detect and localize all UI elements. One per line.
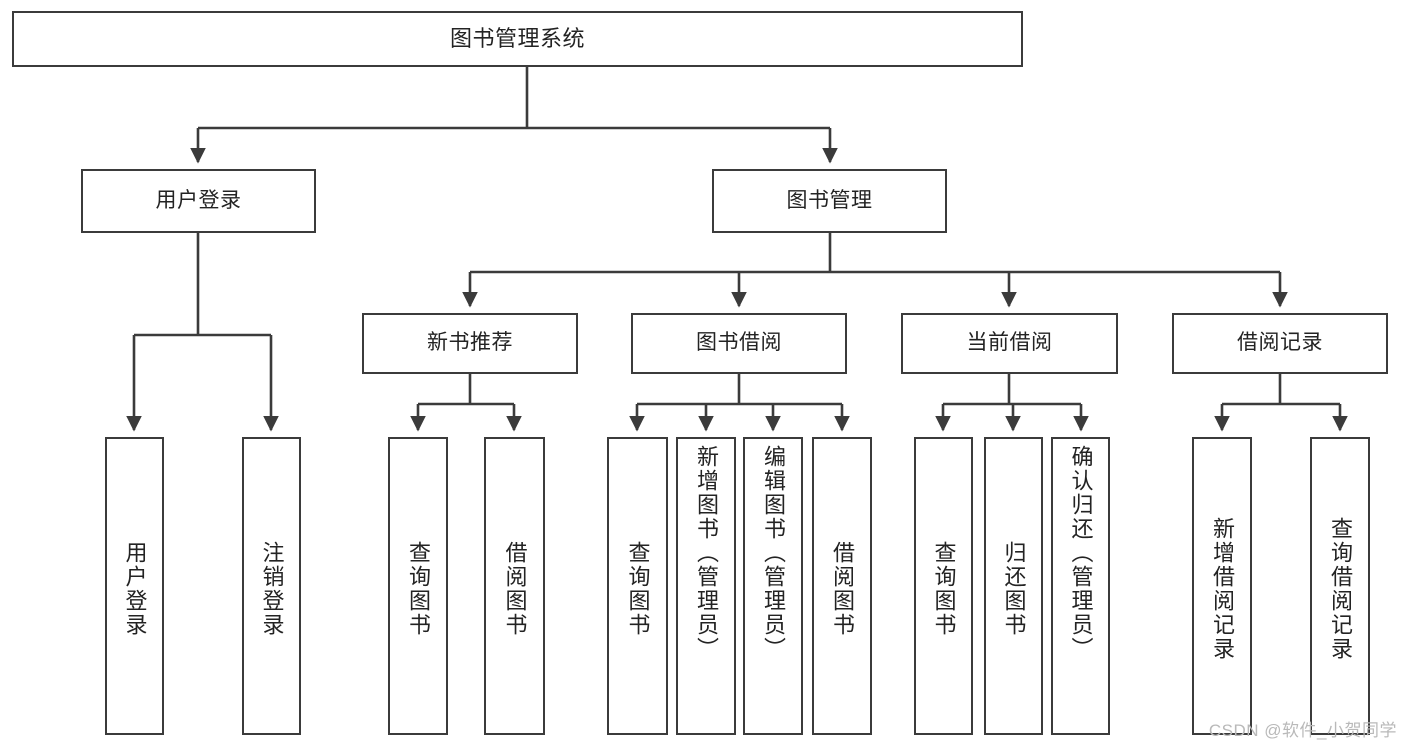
leaf-label: 查询图书 [931,541,957,637]
leaf-label: 注销登录 [259,541,285,637]
watermark: CSDN @软件_小贺同学 [1208,721,1397,740]
leaf-book-borrow-4[interactable]: 借阅图书 [812,437,872,735]
node-root[interactable]: 图书管理系统 [12,11,1023,67]
leaf-book-borrow-3[interactable]: 编辑图书（管理员） [743,437,803,735]
node-book-manage[interactable]: 图书管理 [712,169,947,233]
leaf-label: 借阅图书 [829,541,855,637]
node-new-book-recommend-label: 新书推荐 [427,331,513,355]
node-user-login-label: 用户登录 [155,188,242,212]
leaf-new-book-recommend-2[interactable]: 借阅图书 [484,437,545,735]
leaf-label: 新增借阅记录 [1209,517,1235,661]
leaf-book-borrow-2[interactable]: 新增图书（管理员） [676,437,736,735]
node-root-label: 图书管理系统 [449,26,585,52]
leaf-label: 用户登录 [122,541,148,637]
leaf-label: 查询借阅记录 [1327,517,1353,661]
node-borrow-record-label: 借阅记录 [1237,331,1323,355]
leaf-label: 查询图书 [625,541,651,637]
node-current-borrow-label: 当前借阅 [966,331,1053,355]
leaf-book-borrow-1[interactable]: 查询图书 [607,437,668,735]
node-current-borrow[interactable]: 当前借阅 [901,313,1118,374]
leaf-current-borrow-2[interactable]: 归还图书 [984,437,1043,735]
leaf-user-login-2[interactable]: 注销登录 [242,437,301,735]
node-book-borrow-label: 图书借阅 [696,331,782,355]
leaf-current-borrow-3[interactable]: 确认归还（管理员） [1051,437,1110,735]
leaf-borrow-record-2[interactable]: 查询借阅记录 [1310,437,1370,735]
node-book-borrow[interactable]: 图书借阅 [631,313,847,374]
leaf-label: 编辑图书（管理员） [760,445,786,661]
node-new-book-recommend[interactable]: 新书推荐 [362,313,578,374]
leaf-label: 新增图书（管理员） [693,445,719,661]
node-user-login[interactable]: 用户登录 [81,169,316,233]
leaf-user-login-1[interactable]: 用户登录 [105,437,164,735]
leaf-current-borrow-1[interactable]: 查询图书 [914,437,973,735]
leaf-label: 确认归还（管理员） [1068,445,1094,661]
node-borrow-record[interactable]: 借阅记录 [1172,313,1388,374]
leaf-borrow-record-1[interactable]: 新增借阅记录 [1192,437,1252,735]
node-book-manage-label: 图书管理 [786,188,873,212]
leaf-new-book-recommend-1[interactable]: 查询图书 [388,437,448,735]
leaf-label: 借阅图书 [502,541,528,637]
leaf-label: 归还图书 [1001,541,1027,637]
leaf-label: 查询图书 [405,541,431,637]
